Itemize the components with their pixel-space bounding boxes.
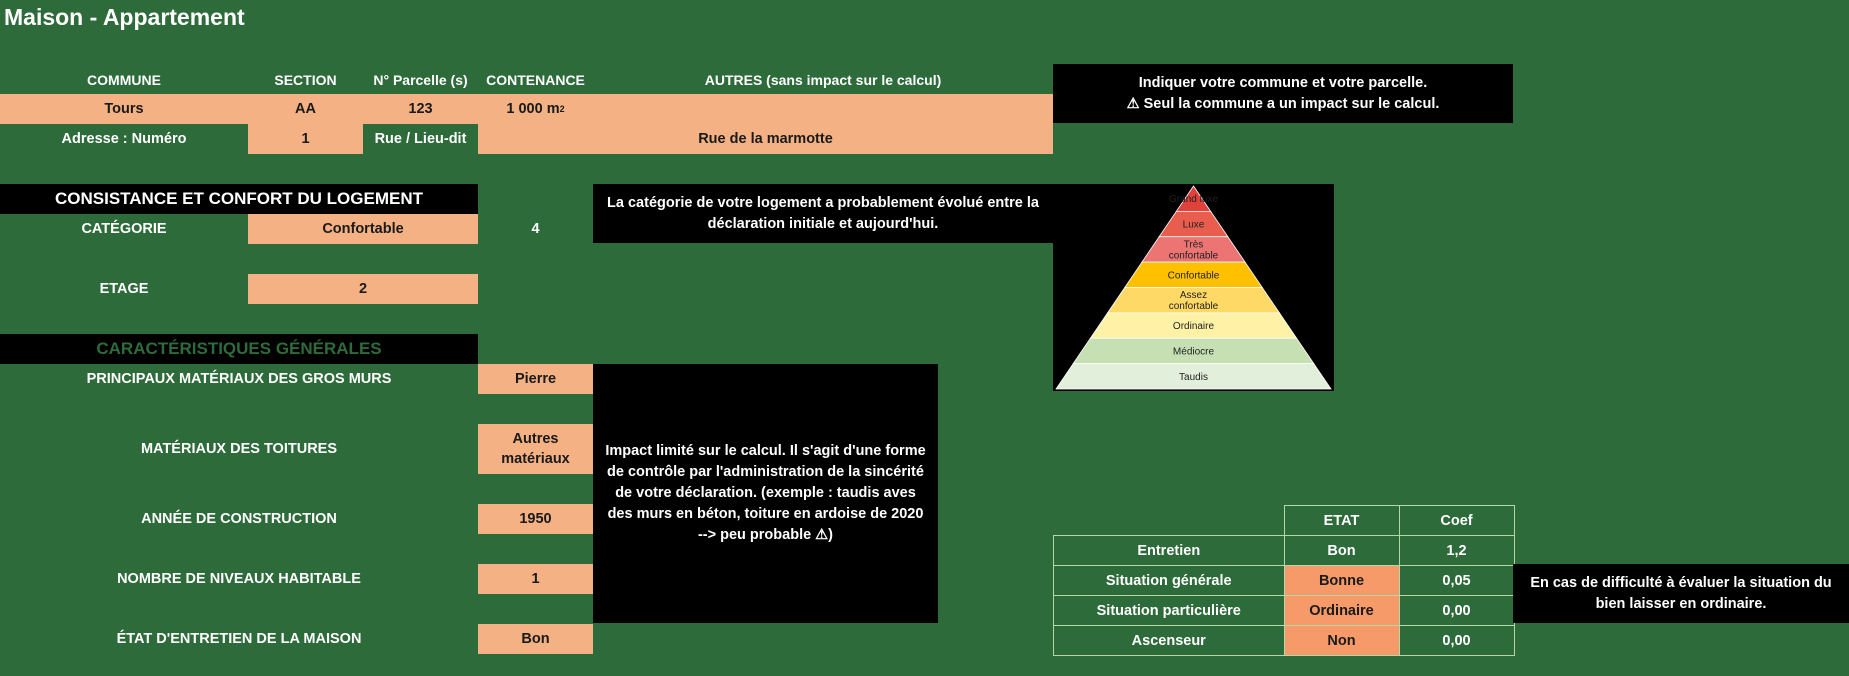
etage-input[interactable]: 2 (248, 274, 478, 304)
coef-situation-particuliere: 0,00 (1398, 595, 1515, 626)
note-commune-line1: Indiquer votre commune et votre parcelle… (1138, 74, 1428, 91)
pyramid-level-label: Assez (1180, 290, 1207, 301)
situation-generale-select[interactable]: Bonne (1283, 565, 1400, 596)
coef-situation-generale: 0,05 (1398, 565, 1515, 596)
commune-cell[interactable]: Tours (0, 94, 248, 124)
header-commune: COMMUNE (87, 72, 161, 88)
table-row: Ascenseur Non 0,00 (1053, 625, 1515, 656)
contenance-unit-exponent: 2 (559, 104, 565, 114)
pyramid-level (1055, 363, 1332, 390)
page-title: Maison - Appartement (4, 4, 245, 30)
note-impact: Impact limité sur le calcul. Il s'agit d… (593, 364, 938, 623)
niveaux-input[interactable]: 1 (478, 564, 593, 594)
categorie-select[interactable]: Confortable (248, 214, 478, 244)
ascenseur-select[interactable]: Non (1283, 625, 1400, 656)
rue-label: Rue / Lieu-dit (374, 131, 467, 147)
rue-cell[interactable]: Rue de la marmotte (478, 124, 1053, 154)
niveaux-label: NOMBRE DE NIVEAUX HABITABLE (117, 571, 361, 587)
note-categorie: La catégorie de votre logement a probabl… (593, 184, 1053, 243)
pyramid-level-label: Très (1184, 239, 1204, 250)
coef-ascenseur: 0,00 (1398, 625, 1515, 656)
pyramid-level-label: confortable (1169, 250, 1219, 261)
pyramid-level-label: Médiocre (1173, 346, 1215, 357)
adresse-label: Adresse : Numéro (61, 131, 187, 147)
etat-table: ETAT Coef Entretien Bon 1,2 Situation gé… (1053, 505, 1515, 656)
categorie-label: CATÉGORIE (81, 221, 167, 237)
parcelle-cell[interactable]: 123 (363, 94, 478, 124)
numero-cell[interactable]: 1 (248, 124, 363, 154)
header-section: SECTION (274, 72, 337, 88)
etat-table-header-row: ETAT Coef (1053, 505, 1515, 536)
toitures-label: MATÉRIAUX DES TOITURES (140, 441, 338, 457)
coef-entretien: 1,2 (1398, 535, 1515, 566)
row-label-situation-generale: Situation générale (1053, 565, 1285, 596)
categorie-number: 4 (531, 221, 540, 237)
note-commune-line2: ⚠ Seul la commune a un impact sur le cal… (1126, 95, 1440, 112)
table-row: Situation générale Bonne 0,05 (1053, 565, 1515, 596)
row-label-entretien: Entretien (1053, 535, 1285, 566)
etat-entretien-value: Bon (1283, 535, 1400, 566)
header-autres: AUTRES (sans impact sur le calcul) (704, 72, 942, 88)
header-parcelle: N° Parcelle (s) (373, 72, 468, 88)
pyramid-level-label: Ordinaire (1173, 321, 1215, 332)
pyramid-level-label: Taudis (1179, 372, 1208, 383)
pyramid-level-label: confortable (1169, 301, 1219, 312)
etage-label: ETAGE (99, 281, 149, 297)
note-situation: En cas de difficulté à évaluer la situat… (1513, 564, 1849, 623)
annee-construction-label: ANNÉE DE CONSTRUCTION (141, 511, 337, 527)
consistance-header: CONSISTANCE ET CONFORT DU LOGEMENT (0, 184, 478, 214)
pyramid-level-label: Luxe (1183, 220, 1205, 231)
pyramid-level-label: Grand luxe (1169, 194, 1218, 205)
header-contenance: CONTENANCE (486, 72, 585, 88)
note-commune: Indiquer votre commune et votre parcelle… (1053, 64, 1513, 123)
etat-entretien-label: ÉTAT D'ENTRETIEN DE LA MAISON (116, 631, 362, 647)
toitures-select[interactable]: Autres matériaux (478, 424, 593, 474)
header-etat: ETAT (1283, 505, 1400, 536)
row-label-ascenseur: Ascenseur (1053, 625, 1285, 656)
row-label-situation-particuliere: Situation particulière (1053, 595, 1285, 626)
annee-construction-input[interactable]: 1950 (478, 504, 593, 534)
table-row: Situation particulière Ordinaire 0,00 (1053, 595, 1515, 626)
caracteristiques-header-text: CARACTÉRISTIQUES GÉNÉRALES (96, 339, 382, 358)
caracteristiques-header: CARACTÉRISTIQUES GÉNÉRALES (0, 334, 478, 364)
table-row: Entretien Bon 1,2 (1053, 535, 1515, 566)
situation-particuliere-select[interactable]: Ordinaire (1283, 595, 1400, 626)
etat-entretien-select[interactable]: Bon (478, 624, 593, 654)
contenance-value: 1 000 m (506, 101, 560, 117)
section-cell[interactable]: AA (248, 94, 363, 124)
etat-table-corner (1053, 505, 1285, 536)
pyramid-level-label: Confortable (1168, 270, 1220, 281)
gros-murs-label: PRINCIPAUX MATÉRIAUX DES GROS MURS (86, 371, 392, 387)
category-pyramid-graphic: Grand luxeLuxeTrèsconfortableConfortable… (1055, 185, 1332, 390)
header-coef: Coef (1398, 505, 1515, 536)
gros-murs-select[interactable]: Pierre (478, 364, 593, 394)
